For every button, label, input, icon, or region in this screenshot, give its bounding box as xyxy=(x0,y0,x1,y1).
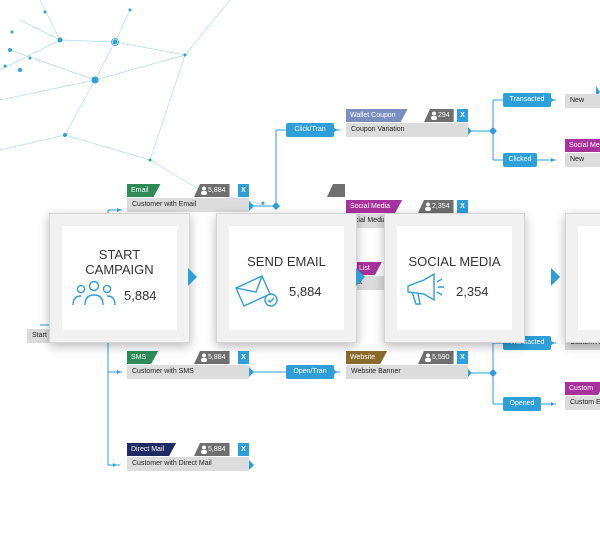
custom-label: Custom E xyxy=(565,396,600,410)
sms-label: Customer with SMS xyxy=(127,365,249,379)
social-new-tag: Social Me xyxy=(565,139,600,152)
transacted-pill[interactable]: Transacted xyxy=(503,93,551,107)
sms-node[interactable]: SMS 5,884 X Customer with SMS xyxy=(127,351,249,381)
wallet-coupon-label: Coupon Variation xyxy=(346,123,468,137)
send-email-count: 5,884 xyxy=(289,284,322,299)
user-icon xyxy=(201,186,207,195)
user-icon xyxy=(425,202,431,211)
next-card-partial[interactable] xyxy=(565,213,600,343)
email-node[interactable]: Email 5,884 X Customer with Email xyxy=(127,184,345,214)
website-tag: Website xyxy=(346,351,387,364)
social-media-count: 2,354 xyxy=(456,284,489,299)
new-node-top[interactable]: New xyxy=(565,80,600,110)
start-campaign-title-2: CAMPAIGN xyxy=(85,262,154,277)
click-tran-pill[interactable]: Click/Tran xyxy=(286,123,334,137)
website-label: Website Banner xyxy=(346,365,468,379)
email-tag: Email xyxy=(127,184,161,197)
user-icon xyxy=(201,445,207,454)
arrow-icon xyxy=(551,268,560,286)
social-media-tag: Social Media xyxy=(346,200,402,213)
open-tran-pill[interactable]: Open/Tran xyxy=(286,365,334,379)
remove-wallet-coupon-button[interactable]: X xyxy=(457,109,468,122)
email-count: 5,884 xyxy=(194,184,230,197)
start-campaign-count: 5,884 xyxy=(124,288,157,303)
sms-tag: SMS xyxy=(127,351,158,364)
new-label-top: New xyxy=(565,94,600,108)
wallet-coupon-count: 294 xyxy=(424,109,454,122)
remove-direct-mail-button[interactable]: X xyxy=(238,443,249,456)
direct-mail-tag: Direct Mail xyxy=(127,443,176,456)
send-email-title: SEND EMAIL xyxy=(247,254,326,269)
clicked-pill[interactable]: Clicked xyxy=(503,153,537,167)
direct-mail-count: 5,884 xyxy=(194,443,230,456)
email-icon xyxy=(235,275,278,307)
user-icon xyxy=(431,111,437,120)
social-new-label: New xyxy=(565,153,600,167)
opened-pill[interactable]: Opened xyxy=(503,397,541,411)
arrow-icon xyxy=(356,268,365,286)
custom-node[interactable]: Custom Custom E xyxy=(565,382,600,412)
wallet-coupon-node[interactable]: Wallet Coupon 294 X Coupon Variation xyxy=(346,109,468,139)
start-campaign-title: START xyxy=(98,247,141,262)
megaphone-icon xyxy=(407,272,444,305)
social-media-card[interactable]: SOCIAL MEDIA 2,354 xyxy=(384,213,525,343)
arrow-icon xyxy=(188,268,197,286)
remove-sms-button[interactable]: X xyxy=(238,351,249,364)
custom-tag: Custom xyxy=(565,382,600,395)
user-icon xyxy=(425,353,431,362)
direct-mail-node[interactable]: Direct Mail 5,884 X Customer with Direct… xyxy=(127,443,249,473)
remove-website-button[interactable]: X xyxy=(457,351,468,364)
email-label: Customer with Email xyxy=(127,198,249,212)
remove-social-media-button[interactable]: X xyxy=(457,200,468,213)
social-media-title: SOCIAL MEDIA xyxy=(408,254,501,269)
send-email-card[interactable]: SEND EMAIL 5,884 xyxy=(216,213,357,343)
website-node[interactable]: Website 5,590 X Website Banner xyxy=(346,351,468,381)
direct-mail-label: Customer with Direct Mail xyxy=(127,457,249,471)
start-campaign-card[interactable]: START CAMPAIGN 5,884 xyxy=(49,213,190,343)
social-new-node[interactable]: Social Me New xyxy=(565,139,600,169)
user-icon xyxy=(201,353,207,362)
sms-count: 5,884 xyxy=(194,351,230,364)
wallet-coupon-tag: Wallet Coupon xyxy=(346,109,408,122)
users-icon xyxy=(72,280,116,306)
remove-email-button[interactable]: X xyxy=(238,184,249,197)
social-media-count: 2,354 xyxy=(418,200,454,213)
website-count: 5,590 xyxy=(418,351,454,364)
